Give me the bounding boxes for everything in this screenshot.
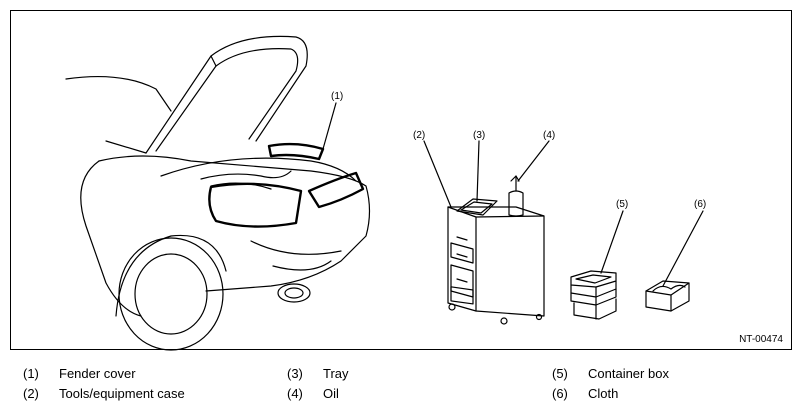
legend-label: Fender cover [59,366,136,381]
callout-1: (1) [331,91,343,102]
callout-line-2 [423,140,452,208]
legend-item: (4) Oil [287,386,339,401]
legend-number: (4) [287,386,303,401]
legend-label: Container box [588,366,669,381]
legend-label: Cloth [588,386,619,401]
legend-label: Tray [323,366,349,381]
tray-icon [456,198,498,216]
car-hood-open-icon [65,35,371,351]
figure-id: NT-00474 [739,334,783,345]
container-box-icon [570,270,617,320]
legend-label: Oil [323,386,339,401]
callout-line-1 [322,102,337,150]
callout-4: (4) [543,130,555,141]
callout-line-5 [600,210,624,274]
legend-number: (3) [287,366,303,381]
legend-number: (6) [552,386,568,401]
legend-number: (2) [23,386,39,401]
oil-can-icon [508,175,524,217]
callout-line-4 [517,140,550,182]
legend-number: (5) [552,366,568,381]
callout-5: (5) [616,199,628,210]
figure-frame: (1) (2) (3) (4) (5) (6) NT-00474 [10,10,792,351]
cloth-box-icon [645,280,690,312]
callout-2: (2) [413,130,425,141]
illustration: (1) (2) (3) (4) (5) (6) [65,35,706,351]
callout-line-6 [662,210,704,287]
legend: (1)Fender cover (2)Tools/equipment case … [0,360,804,410]
callout-6: (6) [694,199,706,210]
legend-item: (1) Fender cover [23,366,136,381]
legend-item: (2) Tools/equipment case [23,386,185,401]
legend-number: (1) [23,366,39,381]
legend-label: Tools/equipment case [59,386,185,401]
tool-cart-icon [447,206,545,325]
legend-item: (6) Cloth [552,386,618,401]
fender-cover-icon [208,142,365,228]
callout-3: (3) [473,130,485,141]
callout-line-3 [476,140,480,202]
legend-item: (5) Container box [552,366,669,381]
legend-item: (3) Tray [287,366,349,381]
